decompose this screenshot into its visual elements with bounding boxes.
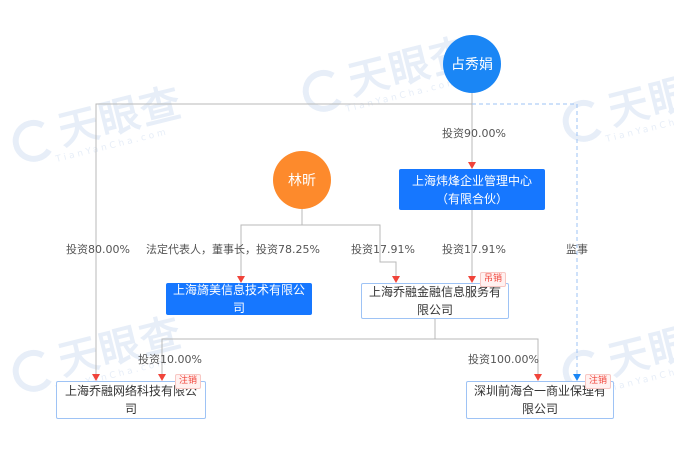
edge-zhan-to-network	[95, 103, 472, 374]
arrow-icon	[468, 162, 476, 169]
arrow-icon	[92, 374, 100, 381]
edge-label-zhan-to-weifeng: 投资90.00%	[442, 127, 506, 140]
edge-finance-to-qianhai	[435, 338, 539, 374]
company-node-xuanmei[interactable]: 上海旖美信息技术有限公司	[166, 283, 312, 315]
status-badge-revoked: 吊销	[480, 272, 507, 287]
company-node-qiaorong-network[interactable]: 上海乔融网络科技有限公司	[56, 381, 206, 419]
edge-label-weifeng-to-finance: 投资17.91%	[442, 243, 506, 256]
company-node-weifeng[interactable]: 上海炜烽企业管理中心（有限合伙）	[399, 169, 545, 210]
edge-label-finance-to-qianhai: 投资100.00%	[468, 353, 539, 366]
status-badge-deregistered: 注销	[175, 374, 202, 389]
edge-label-zhan-to-qianhai: 监事	[566, 243, 588, 256]
edge-label-lin-to-xuanmei: 法定代表人，董事长，投资78.25%	[146, 243, 320, 256]
arrow-icon	[237, 276, 245, 283]
arrow-icon	[468, 276, 476, 283]
arrow-icon	[534, 374, 542, 381]
arrow-icon	[573, 374, 581, 381]
person-node-lin-xin[interactable]: 林昕	[273, 151, 331, 209]
arrow-icon	[392, 276, 400, 283]
edge-label-zhan-to-network: 投资80.00%	[66, 243, 130, 256]
edge-lin-to-finance	[302, 224, 397, 276]
arrow-icon	[158, 374, 166, 381]
edge-label-lin-to-finance: 投资17.91%	[351, 243, 415, 256]
edge-finance-to-network	[161, 319, 436, 374]
person-node-zhan-xiujuan[interactable]: 占秀娟	[443, 35, 501, 93]
edge-label-finance-to-network: 投资10.00%	[138, 353, 202, 366]
company-node-qiaorong-finance[interactable]: 上海乔融金融信息服务有限公司	[361, 283, 509, 319]
edge-zhan-to-qianhai	[472, 103, 578, 374]
company-node-qianhai[interactable]: 深圳前海合一商业保理有限公司	[466, 381, 614, 419]
status-badge-deregistered: 注销	[585, 374, 612, 389]
edge-lin-to-xuanmei	[240, 208, 303, 276]
